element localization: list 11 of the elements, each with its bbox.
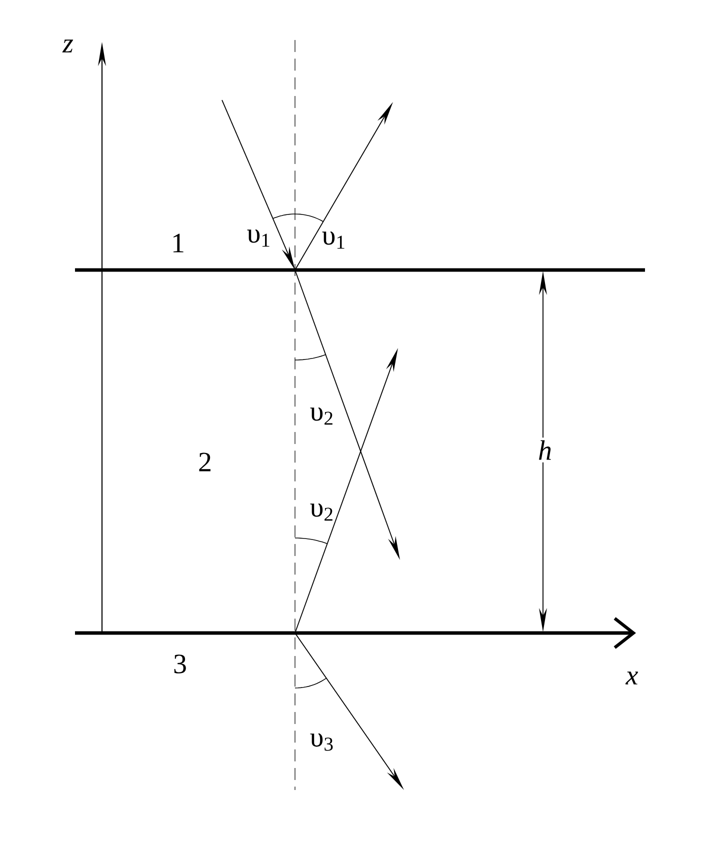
angle-label: υ$_{1}$ [247, 229, 270, 247]
axis-label: x [625, 672, 638, 684]
angle-label: υ$_{2}$ [310, 503, 332, 521]
angle-label: υ$_{3}$ [310, 733, 333, 751]
layer-number: 2 [199, 452, 210, 472]
dimension-label: h [535, 438, 555, 462]
angle-label: υ$_{2}$ [310, 407, 332, 425]
axis-label: z [62, 40, 74, 52]
angle-label: υ$_{1}$ [322, 231, 344, 249]
layer-number: 3 [174, 654, 186, 674]
layer-number: 1 [173, 234, 184, 252]
